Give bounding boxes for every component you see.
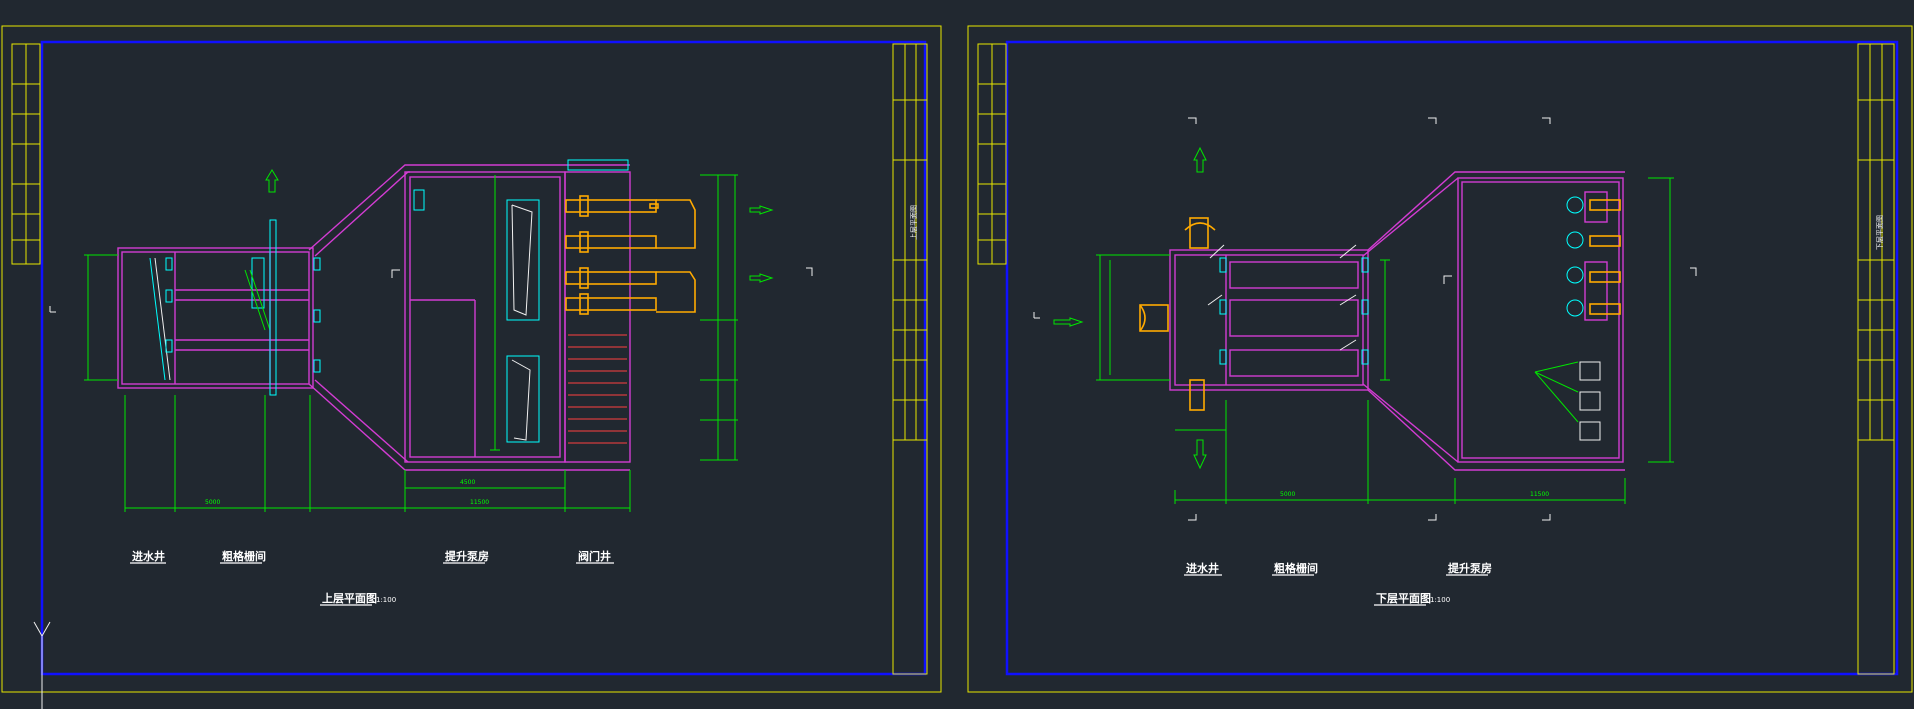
label-screen-room: 粗格栅间 bbox=[222, 549, 266, 563]
north-arrow-symbol bbox=[33, 621, 51, 709]
lower-label-pump-room: 提升泵房 bbox=[1448, 561, 1492, 575]
lower-label-inlet-well: 进水井 bbox=[1186, 561, 1219, 575]
label-inlet-well: 进水井 bbox=[132, 549, 165, 563]
sheet-right-drawing-title: 下层平面图 bbox=[1376, 592, 1431, 605]
lower-label-screen-room: 粗格栅间 bbox=[1274, 561, 1318, 575]
sheet-left-border bbox=[40, 40, 927, 676]
stairs bbox=[568, 334, 627, 444]
lower-section-markers bbox=[1033, 117, 1697, 521]
sheet-right-border bbox=[1005, 40, 1899, 676]
sheet-right-stamp-column bbox=[977, 43, 1007, 265]
flow-arrows bbox=[265, 169, 774, 283]
lower-screen-equipment bbox=[1139, 217, 1369, 411]
lower-dimension-lines: 5000 11500 bbox=[1096, 177, 1674, 504]
submersible-pumps bbox=[1534, 191, 1621, 441]
sheet-left-frame bbox=[1, 25, 942, 693]
svg-text:4500: 4500 bbox=[460, 479, 475, 486]
sheet-left: 上层平面图 bbox=[1, 25, 942, 709]
sheet-right-title-block: 下层平面图 bbox=[1857, 43, 1895, 675]
svg-text:11500: 11500 bbox=[470, 499, 489, 506]
sheet-left-stamp-column bbox=[11, 43, 41, 265]
section-markers bbox=[49, 267, 813, 313]
pump-room-walls bbox=[404, 171, 566, 463]
sheet-right: 下层平面图 bbox=[967, 25, 1913, 693]
screen-equipment bbox=[149, 219, 321, 396]
valve-well-walls bbox=[564, 171, 631, 463]
label-valve-well: 阀门井 bbox=[578, 549, 611, 563]
sheet-right-side-title: 下层平面图 bbox=[1876, 215, 1884, 250]
discharge-pipes bbox=[565, 159, 696, 315]
sheet-right-scale: 1:100 bbox=[1430, 596, 1450, 604]
sheet-left-scale: 1:100 bbox=[376, 596, 396, 604]
lower-flow-arrows bbox=[1053, 146, 1207, 470]
sheet-right-frame bbox=[967, 25, 1913, 693]
sheet-left-drawing-title: 上层平面图 bbox=[322, 591, 377, 605]
svg-text:11500: 11500 bbox=[1530, 491, 1549, 498]
lower-pump-room-walls bbox=[1457, 177, 1624, 463]
label-pump-room: 提升泵房 bbox=[445, 549, 489, 563]
dimension-lines: 5000 11500 4500 bbox=[84, 174, 738, 512]
sheet-left-title-block: 上层平面图 bbox=[892, 43, 928, 675]
svg-text:5000: 5000 bbox=[205, 499, 220, 506]
inlet-screen-walls bbox=[117, 247, 314, 389]
sheet-left-side-title: 上层平面图 bbox=[909, 205, 918, 240]
lower-inlet-screen-walls bbox=[1169, 249, 1369, 391]
svg-text:5000: 5000 bbox=[1280, 491, 1295, 498]
